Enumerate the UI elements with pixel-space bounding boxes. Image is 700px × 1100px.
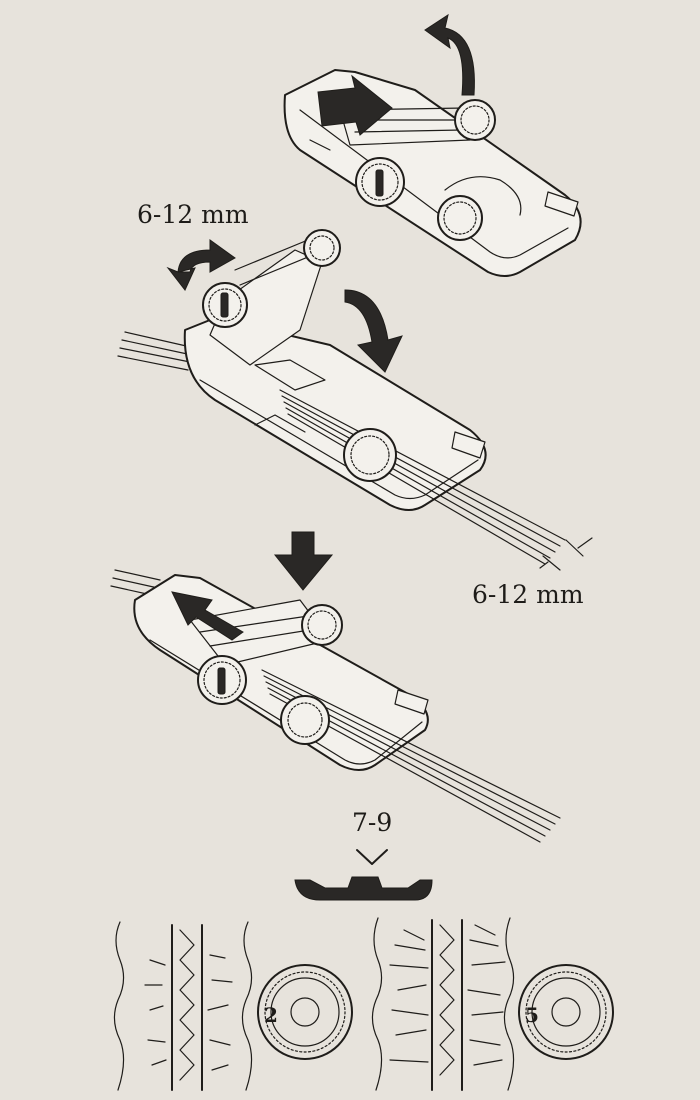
step1-push-arrow: [317, 74, 393, 136]
step2-front-wheel: [202, 282, 248, 328]
step1-dial: [437, 195, 483, 241]
width-dial-2: [518, 964, 614, 1060]
stitch-sample-1: [113, 921, 253, 1091]
step2-dial: [343, 428, 397, 482]
step1-front-wheel: [355, 157, 405, 207]
width-tick-right: [565, 539, 584, 557]
step2-adjust-arrow: [166, 239, 236, 291]
step2-lower-arrow: [344, 289, 403, 373]
lower-width-label: 6-12 mm: [472, 580, 584, 609]
step1-rear-wheel: [454, 99, 496, 141]
stitch-width-chevron: [356, 849, 388, 865]
stitch-width-indicator: [294, 849, 433, 901]
width-tick-left: [542, 555, 561, 571]
step3-presser-foot: [110, 531, 561, 843]
step3-press-arrow: [273, 531, 334, 591]
step3-dial: [280, 695, 330, 745]
dial-2-value: 5: [525, 1003, 539, 1027]
dial-1-value: 2: [264, 1003, 278, 1027]
step1-lift-arrow: [424, 13, 475, 96]
foot-profile: [294, 876, 433, 901]
step3-push-arrow: [171, 591, 244, 641]
width-dial-1: [257, 964, 353, 1060]
upper-width-label: 6-12 mm: [137, 200, 249, 229]
step1-presser-foot: [283, 13, 582, 277]
step3-front-wheel: [197, 655, 247, 705]
stitch-sample-2: [371, 917, 515, 1091]
step3-rear-wheel: [301, 604, 343, 646]
stitch-width-label: 7-9: [352, 808, 393, 837]
step2-rear-wheel: [303, 229, 341, 267]
step2-presser-foot: [117, 229, 593, 571]
